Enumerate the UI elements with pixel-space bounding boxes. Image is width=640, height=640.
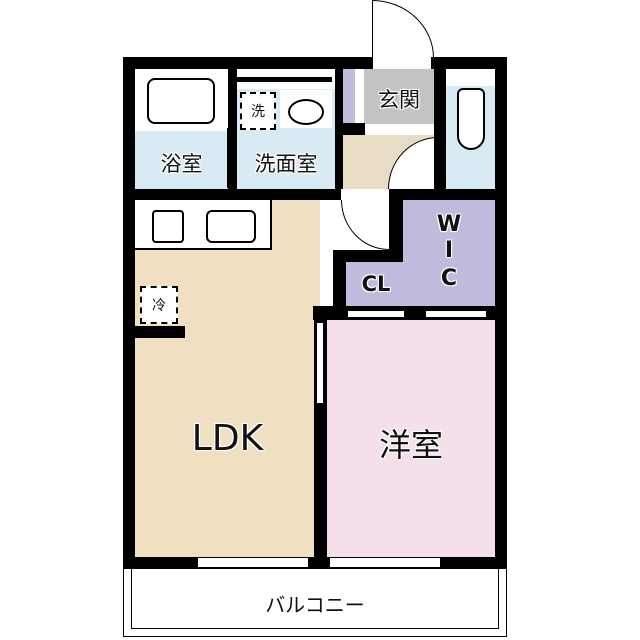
ldk-partial-wall [135,326,185,338]
room-western [327,320,495,557]
outer-wall-left [123,57,135,569]
wall-entrance-lower [343,123,365,135]
washing-machine-label: 洗 [251,104,265,120]
room-entrance [364,69,434,124]
hall-opening [341,189,389,200]
entrance-door-opening [373,57,431,69]
closet-label: CL [361,272,391,296]
bathroom-fill [135,131,228,189]
ldk-label: LDK [191,418,264,459]
washroom-label: 洗面室 [254,152,318,176]
sink-icon [206,210,256,243]
washing-machine-space [240,92,276,130]
wic-label-i: I [444,238,454,263]
refrigerator-label: 冷 [152,298,166,314]
bathroom-label: 浴室 [160,152,203,176]
wall-mid-horizontal [123,189,507,200]
room-ldk [135,200,320,557]
front-door-swing [372,0,434,58]
wic-label-w: W [436,212,462,237]
wic-label-c: C [440,266,458,291]
wall-entrance-toilet [434,69,446,189]
sliding-door-ldk-western[interactable] [316,323,324,403]
toilet-top-strip [446,69,495,86]
room-walk-in-closet [403,200,495,306]
room-closet [346,262,406,307]
balcony [123,569,507,637]
wall-wash-hall [335,69,343,189]
balcony-inner-rail [131,569,499,629]
balcony-label: バルコニー [265,593,365,617]
bathtub-icon [147,78,215,124]
shoe-cabinet [343,69,355,123]
refrigerator-space [140,286,178,324]
washbasin-icon [288,99,324,125]
wall-wic-left [389,189,403,259]
closet-door[interactable] [347,310,405,318]
wall-bath-wash [228,69,237,189]
window-western-balcony [330,557,440,568]
hall-door-swing [341,200,389,250]
washroom-top-line [237,77,332,82]
outer-wall-top [123,57,506,69]
wic-door[interactable] [425,310,487,318]
entrance-label: 玄関 [378,88,420,112]
stove-icon [152,210,184,243]
toilet-icon [457,88,485,150]
western-room-label: 洋室 [378,426,443,464]
window-ldk-balcony [198,557,308,568]
